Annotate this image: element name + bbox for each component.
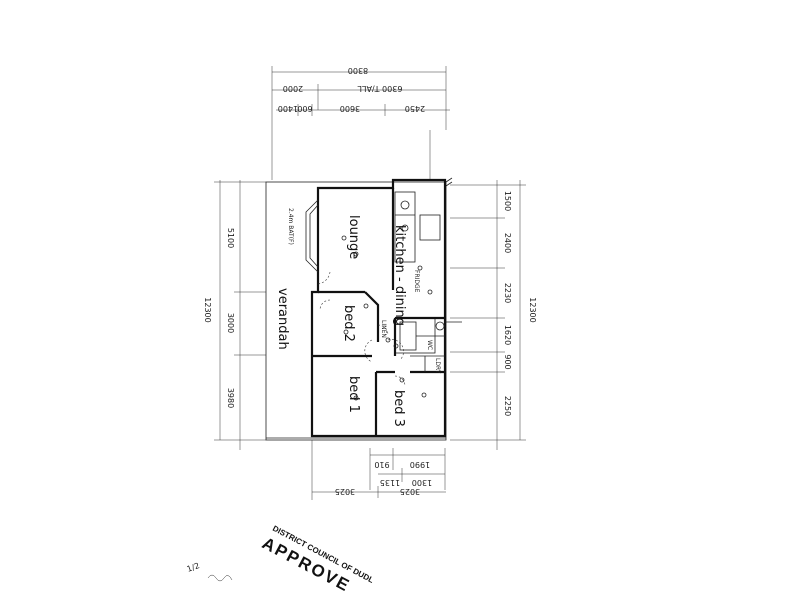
- room-kitchen-dining: kitchen - dining: [392, 225, 407, 326]
- room-bed2: bed 2: [341, 305, 356, 342]
- approval-stamp: DISTRICT COUNCIL OF DUDL APPROVE: [259, 524, 375, 596]
- dim-bottom-seg4: 1300: [412, 478, 432, 487]
- room-lounge: lounge: [346, 215, 361, 259]
- dim-top-wall: 6300 T/ALL: [357, 84, 402, 93]
- bottom-dimensions: 910 1990 1135 1300 3025 3025: [311, 440, 446, 500]
- right-dimensions: 1500 2400 2230 1620 900 2250 12300: [450, 180, 537, 450]
- building-walls: [265, 178, 447, 441]
- dim-bottom-seg3: 1135: [380, 478, 400, 487]
- dim-right-seg5: 900: [503, 354, 512, 369]
- note-linen: LINEN: [380, 320, 387, 338]
- dim-left-seg2: 3000: [226, 313, 235, 333]
- top-dimensions: 8300 2000 6300 T/ALL 1400 600 3600 2450: [271, 66, 450, 180]
- dim-top-seg3: 3600: [340, 104, 360, 113]
- room-bed3: bed 3: [391, 390, 406, 427]
- dim-top-seg4: 2450: [405, 104, 425, 113]
- room-labels: lounge kitchen - dining bed 2 bed 1 bed …: [275, 215, 407, 427]
- dim-right-overall: 12300: [528, 297, 537, 322]
- dim-right-seg1: 1500: [503, 191, 512, 211]
- dim-top-seg2: 600: [297, 104, 312, 113]
- dim-top-seg1: 1400: [278, 104, 298, 113]
- left-dimensions: 12300 5100 3000 3980: [203, 180, 266, 450]
- door-swings: [317, 177, 462, 401]
- dim-bottom-seg1: 910: [374, 460, 389, 469]
- dim-right-seg3: 2230: [503, 283, 512, 303]
- room-bed1: bed 1: [346, 376, 361, 413]
- dim-bottom-seg2: 1990: [410, 460, 430, 469]
- dim-top-left: 2000: [283, 84, 303, 93]
- dim-bottom-left: 3025: [335, 487, 355, 496]
- dim-bottom-right: 3025: [400, 487, 420, 496]
- dim-left-overall: 12300: [203, 297, 212, 322]
- annotations: 2.4m BAT(F) FRIDGE LINEN WC LDRY: [287, 208, 441, 374]
- dim-right-seg6: 2250: [503, 396, 512, 416]
- dim-right-seg4: 1620: [503, 325, 512, 345]
- room-verandah: verandah: [275, 288, 290, 350]
- note-ldry: LDRY: [434, 358, 441, 374]
- note-ceiling: 2.4m BAT(F): [287, 208, 294, 245]
- signature: 1/2: [186, 561, 233, 582]
- dim-left-seg3: 3980: [226, 388, 235, 408]
- dim-left-seg1: 5100: [226, 228, 235, 248]
- note-wc: WC: [426, 340, 433, 350]
- dim-right-seg2: 2400: [503, 233, 512, 253]
- dim-top-overall: 8300: [348, 66, 368, 75]
- signature-mark: 1/2: [186, 561, 201, 574]
- note-fridge: FRIDGE: [413, 270, 420, 293]
